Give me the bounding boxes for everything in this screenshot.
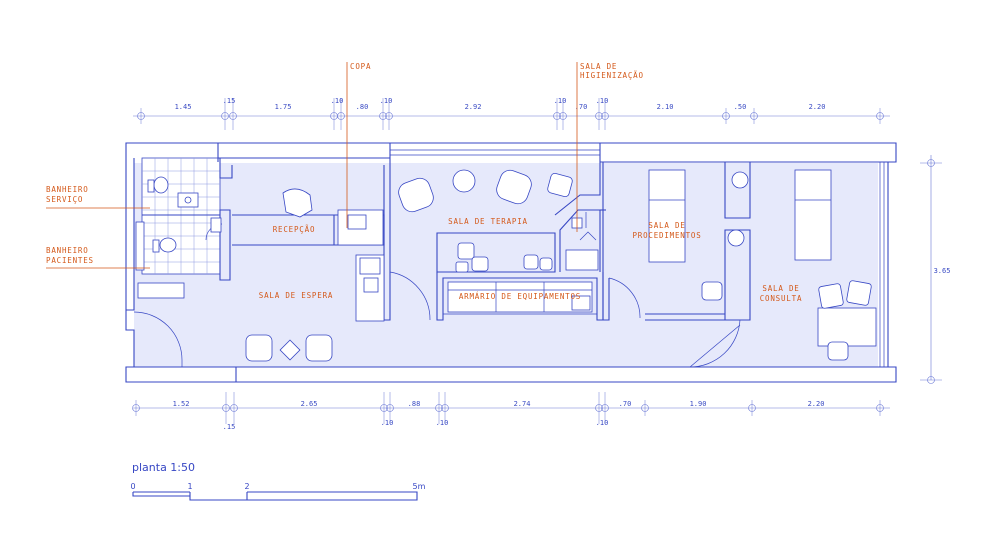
- dim-bottom-2: .15: [223, 423, 236, 431]
- scale-tick-2: 2: [244, 482, 249, 491]
- scale-tick-5: 5m: [413, 482, 426, 491]
- dim-right: 3.65: [934, 267, 951, 275]
- callout-labels: COPA SALA DE HIGIENIZAÇÃO BANHEIRO SERVI…: [46, 62, 644, 265]
- dim-top-6: .10: [380, 97, 393, 105]
- scale-tick-1: 1: [187, 482, 192, 491]
- dim-top-4: .10: [331, 97, 344, 105]
- dim-top-11: 2.10: [657, 103, 674, 111]
- label-copa: COPA: [350, 62, 371, 71]
- label-sala-espera: SALA DE ESPERA: [259, 291, 333, 300]
- dim-bottom-4: .10: [381, 419, 394, 427]
- furniture: [135, 169, 877, 362]
- bathroom-tiles: [141, 157, 221, 275]
- dim-bottom-6: .10: [436, 419, 449, 427]
- label-higienizacao-1: SALA DE: [580, 62, 617, 71]
- label-procedimentos-2: PROCEDIMENTOS: [632, 231, 701, 240]
- dim-top-1: 1.45: [175, 103, 192, 111]
- dim-top-5: .80: [356, 103, 369, 111]
- scale-bar: planta 1:50 0 1 2 5m: [130, 461, 426, 501]
- label-higienizacao-2: HIGIENIZAÇÃO: [580, 71, 644, 80]
- dim-top-13: 2.20: [809, 103, 826, 111]
- label-consulta-2: CONSULTA: [760, 294, 803, 303]
- label-sala-terapia: SALA DE TERAPIA: [448, 217, 528, 226]
- dim-top-3: 1.75: [275, 103, 292, 111]
- dim-top-2: .15: [223, 97, 236, 105]
- dim-top-12: .50: [734, 103, 747, 111]
- dimension-lines: [132, 98, 942, 424]
- dim-bottom-1: 1.52: [173, 400, 190, 408]
- callout-leaders: [46, 62, 578, 269]
- label-consulta-1: SALA DE: [762, 284, 799, 293]
- dim-top-7: 2.92: [465, 103, 482, 111]
- interior-walls: [137, 158, 751, 321]
- label-recepcao: RECEPÇÃO: [273, 225, 316, 234]
- label-banheiro-pacientes-1: BANHEIRO: [46, 246, 89, 255]
- dim-bottom-11: 2.20: [808, 400, 825, 408]
- dim-top-9: .70: [575, 103, 588, 111]
- dim-bottom-9: .70: [619, 400, 632, 408]
- exterior-walls: [125, 142, 897, 383]
- dim-bottom-7: 2.74: [514, 400, 531, 408]
- label-banheiro-servico-1: BANHEIRO: [46, 185, 89, 194]
- label-banheiro-servico-2: SERVIÇO: [46, 195, 83, 204]
- dim-bottom-5: .88: [408, 400, 421, 408]
- doors: [133, 223, 741, 368]
- dim-bottom-10: 1.90: [690, 400, 707, 408]
- dim-bottom-8: .10: [596, 419, 609, 427]
- top-dimensions: 1.45 .15 1.75 .10 .80 .10 2.92 .10 .70 .…: [175, 97, 826, 111]
- label-procedimentos-1: SALA DE: [648, 221, 685, 230]
- dim-bottom-3: 2.65: [301, 400, 318, 408]
- room-labels: RECEPÇÃO SALA DE ESPERA SALA DE TERAPIA …: [259, 217, 802, 303]
- scale-tick-0: 0: [130, 482, 135, 491]
- label-armario: ARMÁRIO DE EQUIPAMENTOS: [459, 292, 581, 301]
- dim-top-10: .10: [596, 97, 609, 105]
- label-banheiro-pacientes-2: PACIENTES: [46, 256, 94, 265]
- scale-title: planta 1:50: [132, 461, 195, 474]
- dim-top-8: .10: [554, 97, 567, 105]
- bottom-dimensions: 1.52 .15 2.65 .10 .88 .10 2.74 .10 .70 1…: [173, 400, 825, 431]
